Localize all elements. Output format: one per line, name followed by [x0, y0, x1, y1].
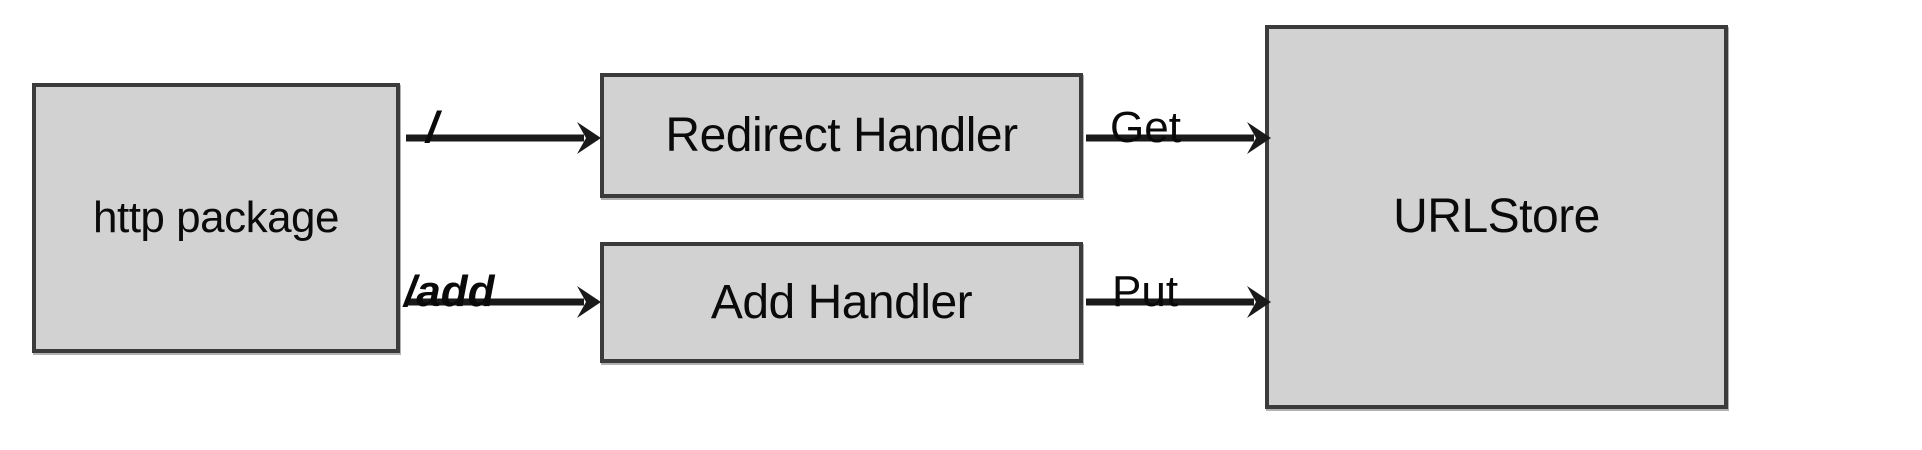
edge-http-to-redirect: /	[406, 84, 601, 194]
edge-add-to-urlstore: Put	[1086, 248, 1271, 358]
edge-root-label: /	[426, 103, 439, 152]
node-add-handler[interactable]: Add Handler	[600, 242, 1083, 363]
node-add-handler-label: Add Handler	[710, 275, 973, 329]
edge-get-label: Get	[1110, 103, 1181, 152]
node-redirect-handler[interactable]: Redirect Handler	[600, 73, 1083, 198]
edge-add-label: /add	[404, 267, 495, 316]
node-http-package[interactable]: http package	[32, 83, 400, 353]
arrow-right-icon	[1086, 286, 1271, 318]
arrow-right-icon	[406, 122, 601, 154]
edge-put-label: Put	[1112, 267, 1179, 316]
node-redirect-handler-label: Redirect Handler	[665, 108, 1018, 162]
edge-http-to-add: /add	[404, 248, 601, 358]
node-urlstore[interactable]: URLStore	[1265, 25, 1728, 409]
node-http-package-label: http package	[93, 193, 339, 242]
arrow-right-icon	[1086, 122, 1271, 154]
edge-redirect-to-urlstore: Get	[1086, 84, 1271, 194]
arrow-right-icon	[406, 286, 601, 318]
node-urlstore-label: URLStore	[1393, 190, 1600, 243]
